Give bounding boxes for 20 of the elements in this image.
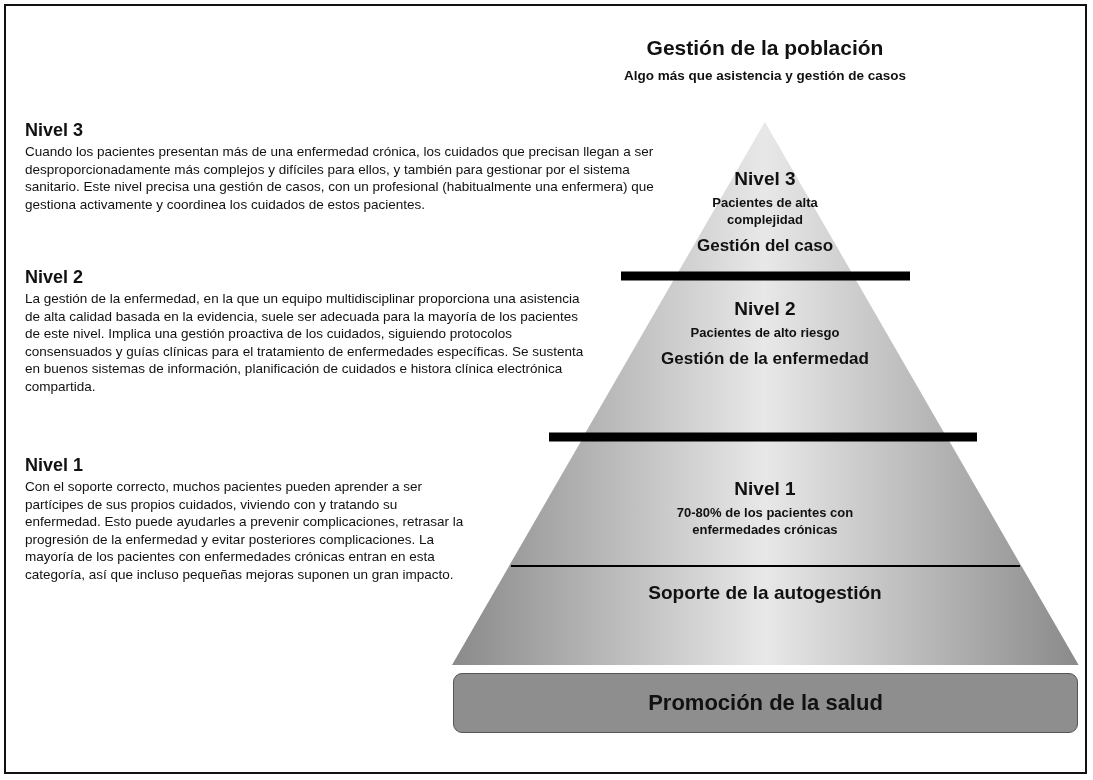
tier-heading: Nivel 1 bbox=[734, 478, 796, 500]
tier-heading: Nivel 3 bbox=[734, 168, 796, 190]
pyramid-band bbox=[451, 566, 1079, 665]
tier-description: Pacientes de alto riesgo bbox=[690, 324, 840, 341]
tier-label: Gestión del caso bbox=[696, 236, 833, 256]
level-heading: Nivel 3 bbox=[25, 120, 84, 141]
tier-heading: Nivel 2 bbox=[734, 298, 796, 320]
base-label: Promoción de la salud bbox=[648, 690, 883, 716]
tier-heading: Soporte de la autogestión bbox=[648, 582, 882, 604]
title: Gestión de la población bbox=[645, 36, 885, 60]
tier-description: 70-80% de los pacientes con enfermedades crónicas bbox=[675, 504, 855, 538]
tier-description: Pacientes de alta complejidad bbox=[711, 194, 819, 228]
level-description: Con el soporte correcto, muchos pacientes pueden aprender a ser partícipes de sus propios cuidados, viviendo con y tratando su enfermedad. Esto puede ayudarles a prevenir complicaciones, retrasar la progresión de la enfermedad y evitar posteriores complicaciones. La mayoría de los pacientes con enfermedades crónicas entran en esta categoría, así que incluso pequeñas mejoras suponen un gran impacto. bbox=[25, 478, 465, 583]
level-heading: Nivel 1 bbox=[25, 455, 84, 476]
base-box bbox=[453, 673, 1078, 733]
level-description: La gestión de la enfermedad, en la que un equipo multidisciplinar proporciona una asistencia de alta calidad basada en la evidencia, suele ser adecuada para la mayoría de los pacientes de este nivel. Implica una gestión proactiva de los cuidados, siguiendo protocolos consensuados y guías clínicas para el tratamiento de enfermedades específicas. Se sustenta en buenos sistemas de información, planificación de cuidados e histora clínica electrónica compartida. bbox=[25, 290, 585, 395]
level-heading: Nivel 2 bbox=[25, 267, 84, 288]
subtitle: Algo más que asistencia y gestión de casos bbox=[623, 68, 907, 83]
tier-label: Gestión de la enfermedad bbox=[661, 349, 869, 369]
level-description: Cuando los pacientes presentan más de una enfermedad crónica, los cuidados que precisan llegan a ser desproporcionadamente más complejos y difíciles para ellos, y también para gestionar por el sistema sanitario. Este nivel precisa una gestión de casos, con un profesional (habitualmente una enfermera) que gestiona activamente y coordinea los cuidados de estos pacientes. bbox=[25, 143, 655, 213]
